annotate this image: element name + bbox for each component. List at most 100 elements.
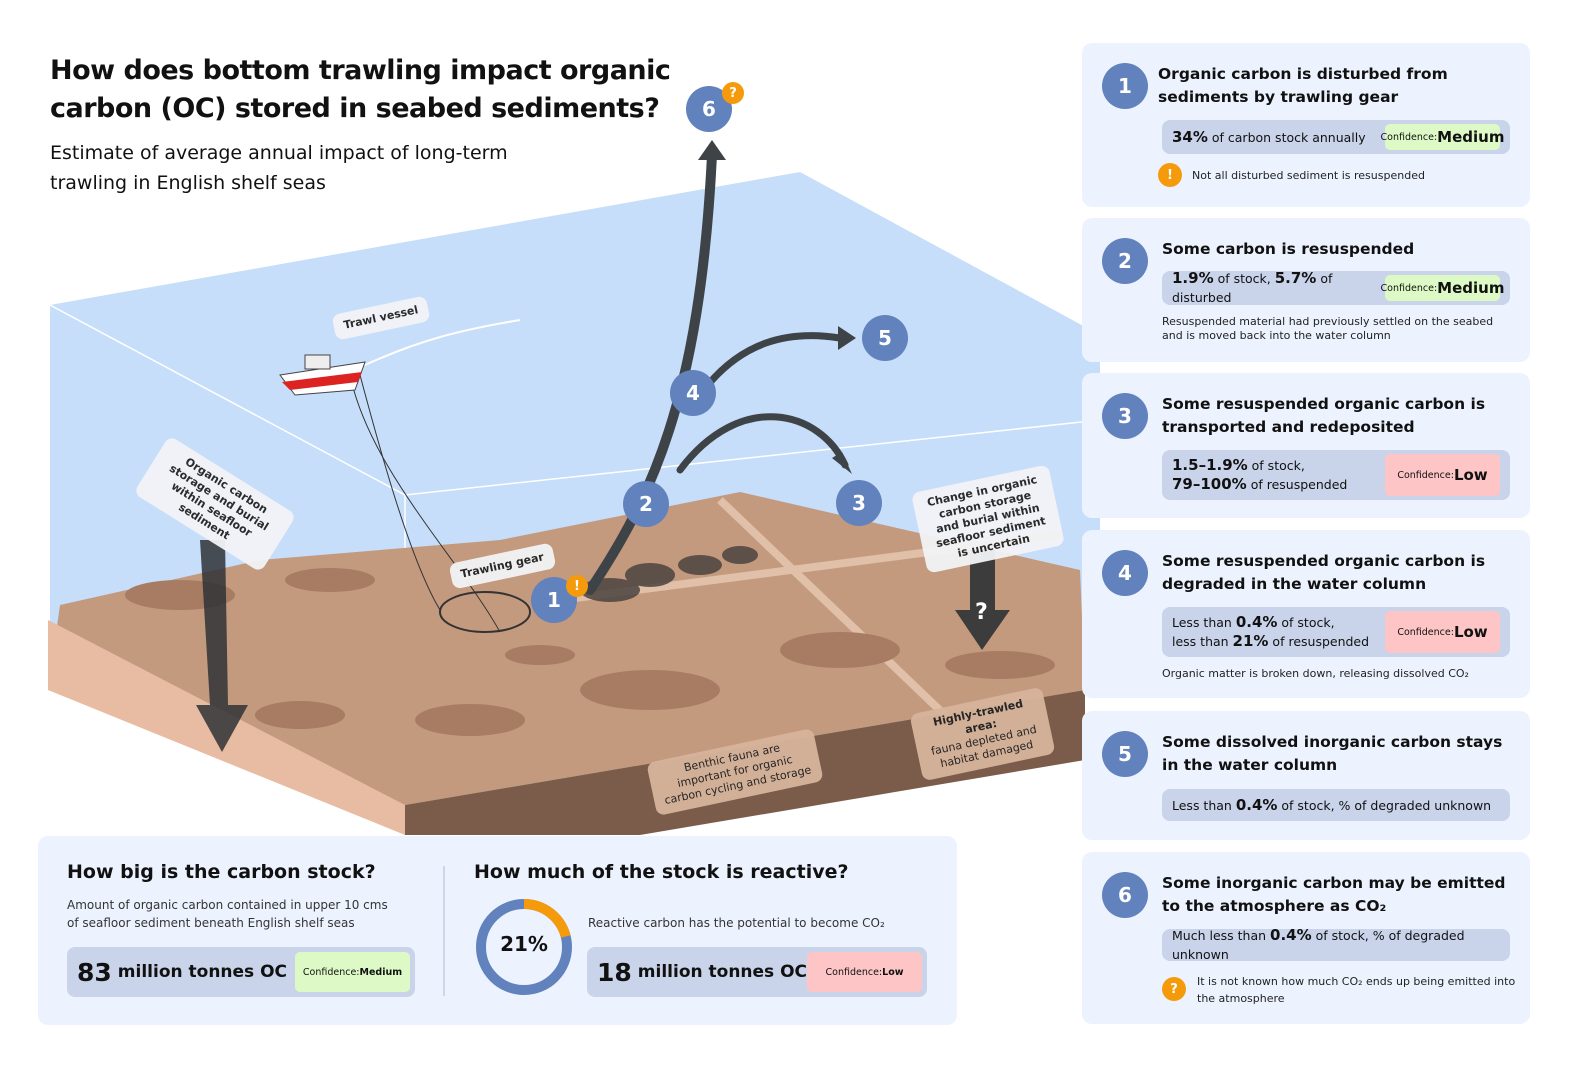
stat-text: Less than <box>1172 797 1236 813</box>
conf-label: Confidence: <box>1380 131 1438 143</box>
step-panel-3: 3 Some resuspended organic carbon is tra… <box>1082 373 1530 518</box>
conf-level: Medium <box>1437 128 1505 146</box>
step-stat: Less than 0.4% of stock, less than 21% of… <box>1162 607 1510 657</box>
step-number: 2 <box>1102 238 1148 284</box>
stat-value: 79–100% <box>1172 475 1247 493</box>
stat-text: of stock, % of degraded unknown <box>1172 928 1465 962</box>
stat-text: of stock, <box>1213 271 1275 286</box>
reactive-donut <box>476 899 572 995</box>
divider <box>443 866 445 996</box>
step-title: Some dissolved inorganic carbon stays in… <box>1162 733 1503 774</box>
conf-label: Confidence: <box>1397 469 1454 481</box>
step-stat: Much less than 0.4% of stock, % of degra… <box>1162 926 1510 962</box>
trawl-warp <box>359 374 441 611</box>
conf-label: Confidence: <box>302 966 360 978</box>
marker-5: 5 <box>862 315 908 361</box>
stat-text: of resuspended <box>1246 477 1348 492</box>
conf-label: Confidence: <box>1397 626 1454 638</box>
donut-reactive-arc <box>476 899 572 995</box>
step-stat: Less than 0.4% of stock, % of degraded u… <box>1162 789 1510 821</box>
stat-value: 0.4% <box>1270 926 1312 944</box>
trawl-scar <box>717 497 953 723</box>
conf-label: Confidence: <box>825 966 883 978</box>
conf-level: Low <box>1453 623 1488 641</box>
step-number: 4 <box>1102 550 1148 596</box>
conf-label: Confidence: <box>1380 282 1438 294</box>
warning-icon: ! <box>1158 163 1182 187</box>
stat-text: of stock, <box>1247 458 1305 473</box>
confidence-badge: Confidence: Low <box>1385 611 1500 653</box>
step-title: Some inorganic carbon may be emitted to … <box>1162 874 1506 915</box>
stat-text: of carbon stock annually <box>1207 129 1366 145</box>
page-title: How does bottom trawling impact organic … <box>50 55 671 124</box>
step-title: Some resuspended organic carbon is trans… <box>1162 395 1486 436</box>
stat-text: Much less than <box>1172 928 1271 943</box>
step-panel-1: 1 Organic carbon is disturbed from sedim… <box>1082 43 1530 207</box>
stat-text: of stock, <box>1277 615 1335 630</box>
confidence-badge: Confidence: Medium <box>1381 275 1504 301</box>
stock-unit: million tonnes OC <box>117 962 288 982</box>
reactive-heading: How much of the stock is reactive? <box>474 861 849 883</box>
step-number: 5 <box>1102 731 1148 777</box>
flow-arrows <box>585 150 849 595</box>
uncertain-arrow <box>955 550 1010 650</box>
stat-value: 0.4% <box>1235 613 1278 631</box>
burial-arrow <box>196 540 248 752</box>
step-note: Organic matter is broken down, releasing… <box>1162 667 1469 680</box>
stat-text: of resuspended <box>1268 634 1370 649</box>
arrow-head-5 <box>838 326 856 350</box>
marker-2: 2 <box>623 481 669 527</box>
sediment-plume <box>580 546 758 602</box>
confidence-badge: Confidence: Medium <box>1381 124 1504 150</box>
step-panel-4: 4 Some resuspended organic carbon is deg… <box>1082 530 1530 698</box>
step-note: Resuspended material had previously sett… <box>1162 315 1494 342</box>
stat-text: Less than <box>1172 615 1236 630</box>
trawl-warp <box>349 374 501 633</box>
step-number: 6 <box>1102 872 1148 918</box>
warning-icon: ! <box>566 575 588 597</box>
stock-heading: How big is the carbon stock? <box>67 861 376 883</box>
stat-value: 0.4% <box>1235 795 1278 814</box>
arrow-head-3 <box>832 452 852 474</box>
question-icon: ? <box>1162 977 1186 1001</box>
step-panel-6: 6 Some inorganic carbon may be emitted t… <box>1082 852 1530 1024</box>
stat-text: of stock, % of degraded unknown <box>1277 797 1492 813</box>
confidence-badge: Confidence: Low <box>807 952 922 992</box>
step-panel-2: 2 Some carbon is resuspended 1.9% of sto… <box>1082 218 1530 362</box>
question-icon: ? <box>722 82 744 104</box>
step-panel-5: 5 Some dissolved inorganic carbon stays … <box>1082 711 1530 840</box>
step-note: Not all disturbed sediment is resuspende… <box>1192 169 1425 182</box>
arrow-head-6 <box>698 140 726 160</box>
stat-value: 1.9% <box>1172 269 1214 287</box>
conf-level: Low <box>1453 466 1488 484</box>
step-stat: 34% of carbon stock annually Confidence: … <box>1162 120 1510 154</box>
step-title: Some resuspended organic carbon is degra… <box>1162 552 1486 593</box>
page-subtitle: Estimate of average annual impact of lon… <box>50 142 508 194</box>
stat-value: 21% <box>1232 632 1269 650</box>
confidence-badge: Confidence: Medium <box>295 952 410 992</box>
reactive-description: Reactive carbon has the potential to bec… <box>588 916 885 930</box>
marker-3: 3 <box>836 480 882 526</box>
step-title: Organic carbon is disturbed from sedimen… <box>1158 65 1448 106</box>
stat-value: 34% <box>1172 127 1208 146</box>
conf-level: Medium <box>1437 279 1505 297</box>
step-note: It is not known how much CO₂ ends up bei… <box>1197 975 1516 1005</box>
stat-value: 5.7% <box>1274 269 1317 287</box>
stock-description: Amount of organic carbon contained in up… <box>67 898 388 930</box>
reactive-unit: million tonnes OC <box>637 962 808 982</box>
conf-level: Medium <box>359 966 403 978</box>
reactive-value: 18 <box>597 957 632 987</box>
question-icon: ? <box>975 600 988 625</box>
step-number: 3 <box>1102 393 1148 439</box>
conf-level: Low <box>882 966 904 978</box>
trawl-vessel <box>279 319 521 396</box>
step-stat: 1.5–1.9% of stock,79–100% of resuspended… <box>1162 450 1510 500</box>
stat-text: less than <box>1172 634 1233 649</box>
step-title: Some carbon is resuspended <box>1162 240 1415 258</box>
carbon-stock-panel: How big is the carbon stock? Amount of o… <box>38 836 957 1025</box>
marker-4: 4 <box>670 370 716 416</box>
